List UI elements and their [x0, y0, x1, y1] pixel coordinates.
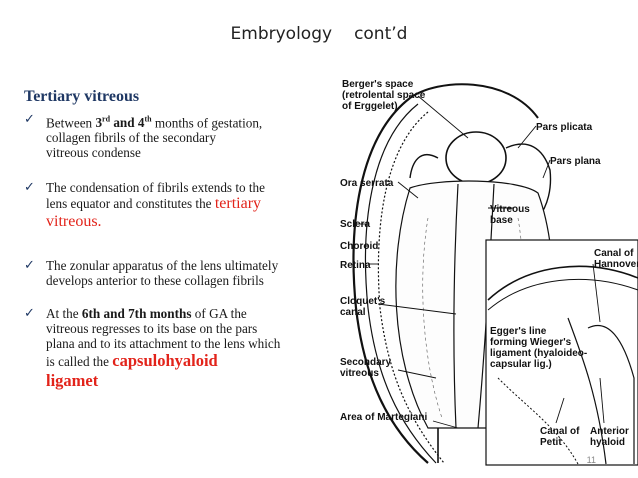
retina-outline — [377, 111, 445, 464]
label-pars-plicata: Pars plicata — [536, 122, 593, 133]
section-heading: Tertiary vitreous — [24, 88, 140, 105]
bullet-text-part: plana and to its attachment to the lens … — [46, 336, 281, 351]
inset-box — [485, 239, 638, 466]
bullet-highlight: tertiary — [214, 195, 262, 212]
bullet-text-part: and 4 — [110, 115, 145, 131]
bullet-text-part: Between — [46, 115, 96, 131]
slide-title-text: Embryology — [230, 24, 333, 44]
bullet-highlight: ligamet — [46, 371, 99, 390]
bullet-text-part: The zonular apparatus of the lens ultima… — [46, 258, 279, 273]
label-secondary-vitreous: vitreous — [340, 368, 379, 379]
ciliary-body-left — [409, 153, 439, 179]
bullet-text-part: collagen fibrils of the secondary — [46, 130, 216, 146]
label-canal-hannover: Canal of — [594, 248, 634, 259]
bullet-text: The zonular apparatus of the lens ultima… — [46, 258, 336, 288]
label-retina: Retina — [340, 260, 371, 271]
bullet-text-part: At the — [46, 306, 82, 321]
choroid-outline — [364, 103, 437, 464]
label-eggers-line: capsular lig.) — [490, 359, 552, 370]
label-anterior-hyaloid: Anterior — [590, 426, 629, 437]
inset-hyaloid — [567, 317, 607, 465]
bullet-text-part: develops anterior to these collagen fibr… — [46, 273, 264, 288]
bullet-sup: th — [144, 115, 152, 124]
leader-lines — [356, 95, 605, 429]
checkmark-icon: ✓ — [24, 306, 35, 321]
bullet-text: The condensation of fibrils extends to t… — [46, 180, 336, 231]
label-eggers-line: ligament (hyaloideo- — [490, 348, 587, 359]
label-cloquets-canal: canal — [340, 307, 366, 318]
inset-lens-curve — [487, 278, 638, 311]
cloquet-canal-left — [453, 183, 459, 429]
label-vitreous-base: Vitreous — [490, 204, 530, 215]
bullet-highlight: capsulohyaloid — [112, 351, 218, 370]
label-choroid: Choroid — [340, 241, 378, 252]
label-secondary-vitreous: Secondary — [340, 357, 392, 368]
sclera-outline — [352, 97, 429, 464]
checkmark-icon: ✓ — [24, 112, 35, 127]
slide-title-cont: cont’d — [354, 24, 408, 44]
label-bergers-space: of Erggelet) — [342, 101, 398, 112]
label-bergers-space: Berger's space — [342, 79, 414, 90]
label-eggers-line: forming Wieger's — [490, 337, 572, 348]
bullet-sup: rd — [102, 115, 111, 124]
inset-lens-curve — [487, 265, 638, 301]
inset-ciliary — [587, 324, 635, 464]
bullet-text-part: 3 — [95, 115, 103, 131]
bullet-text: At the 6th and 7th months of GA the vitr… — [46, 306, 336, 391]
label-ora-serrata: Ora serrata — [340, 178, 394, 189]
bullet-text-part: The condensation of fibrils extends to t… — [46, 180, 266, 195]
checkmark-icon: ✓ — [24, 258, 35, 273]
label-canal-petit: Petit — [540, 437, 562, 448]
bullet-highlight: vitreous. — [46, 213, 102, 230]
checkmark-icon: ✓ — [24, 180, 35, 195]
slide-title: Embryology cont’d — [0, 24, 638, 44]
bullet-text-part: vitreous regresses to its base on the pa… — [46, 321, 258, 336]
label-bergers-space: (retrolental space — [342, 90, 426, 101]
cornea-outline — [409, 83, 539, 119]
label-vitreous-base: base — [490, 215, 513, 226]
label-canal-hannover: Hannover — [594, 259, 638, 270]
bullet-text-part: is called the — [46, 354, 113, 369]
label-sclera: Sclera — [340, 219, 370, 230]
inset-fibrils — [497, 377, 579, 465]
bullet-bold: 6th and 7th months — [81, 306, 192, 321]
label-area-martegiani: Area of Martegiani — [340, 412, 427, 423]
bullet-text: Between 3rd and 4th months of gestation,… — [46, 112, 336, 160]
eye-vitreous-diagram: Berger's space (retrolental space of Erg… — [340, 79, 638, 466]
bullet-text-part: months of gestation, — [151, 115, 263, 131]
bullet-text-part: vitreous condense — [46, 145, 141, 161]
label-cloquets-canal: Cloquet's — [340, 296, 386, 307]
bullet-text-part: lens equator and constitutes the — [46, 196, 215, 211]
bullet-text-part: of GA the — [191, 306, 247, 321]
label-pars-plana: Pars plana — [550, 156, 601, 167]
label-eggers-line: Egger's line — [490, 326, 547, 337]
label-anterior-hyaloid: hyaloid — [590, 437, 625, 448]
lens — [445, 131, 507, 185]
label-canal-petit: Canal of — [540, 426, 580, 437]
page-number: 11 — [586, 455, 596, 465]
ciliary-body — [505, 143, 552, 219]
